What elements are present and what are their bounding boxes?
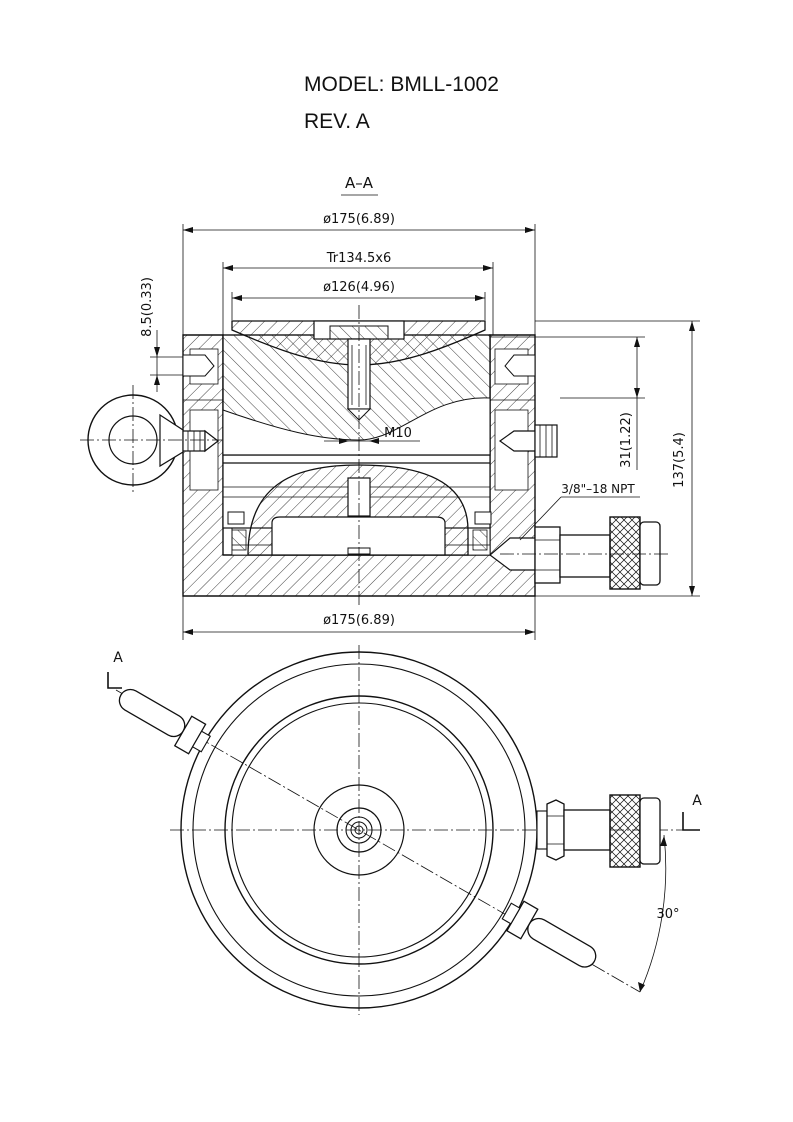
section-view: A–A ø175(6.89) Tr134.5x6 ø126(4.96) 8.5(… <box>80 174 700 640</box>
dim-port: 3/8"–18 NPT <box>561 482 635 496</box>
eye-bolt-left <box>80 385 222 495</box>
dim-outer-bottom: ø175(6.89) <box>323 613 395 628</box>
dim-outer-top: ø175(6.89) <box>323 212 395 227</box>
hydraulic-coupler-plan <box>536 794 661 868</box>
plan-view: A A 30° <box>107 645 702 1015</box>
dim-screw: M10 <box>384 426 412 441</box>
hydraulic-coupler: 3/8"–18 NPT <box>489 482 670 590</box>
handle-lower-right <box>501 900 597 968</box>
dim-thread: Tr134.5x6 <box>326 251 392 266</box>
section-mark-left: A <box>113 650 123 666</box>
dim-height: 137(5.4) <box>672 432 687 488</box>
section-mark-right: A <box>692 793 702 809</box>
vent-screw-right <box>498 424 558 458</box>
dim-saddle: ø126(4.96) <box>323 280 395 295</box>
revision-label: REV. A <box>304 110 370 133</box>
handle-upper-left <box>118 688 212 755</box>
angle-label: 30° <box>656 907 679 922</box>
dim-stroke: 31(1.22) <box>619 412 634 468</box>
model-title: MODEL: BMLL-1002 <box>304 73 499 96</box>
dim-left: 8.5(0.33) <box>140 277 155 337</box>
section-label: A–A <box>345 174 374 192</box>
